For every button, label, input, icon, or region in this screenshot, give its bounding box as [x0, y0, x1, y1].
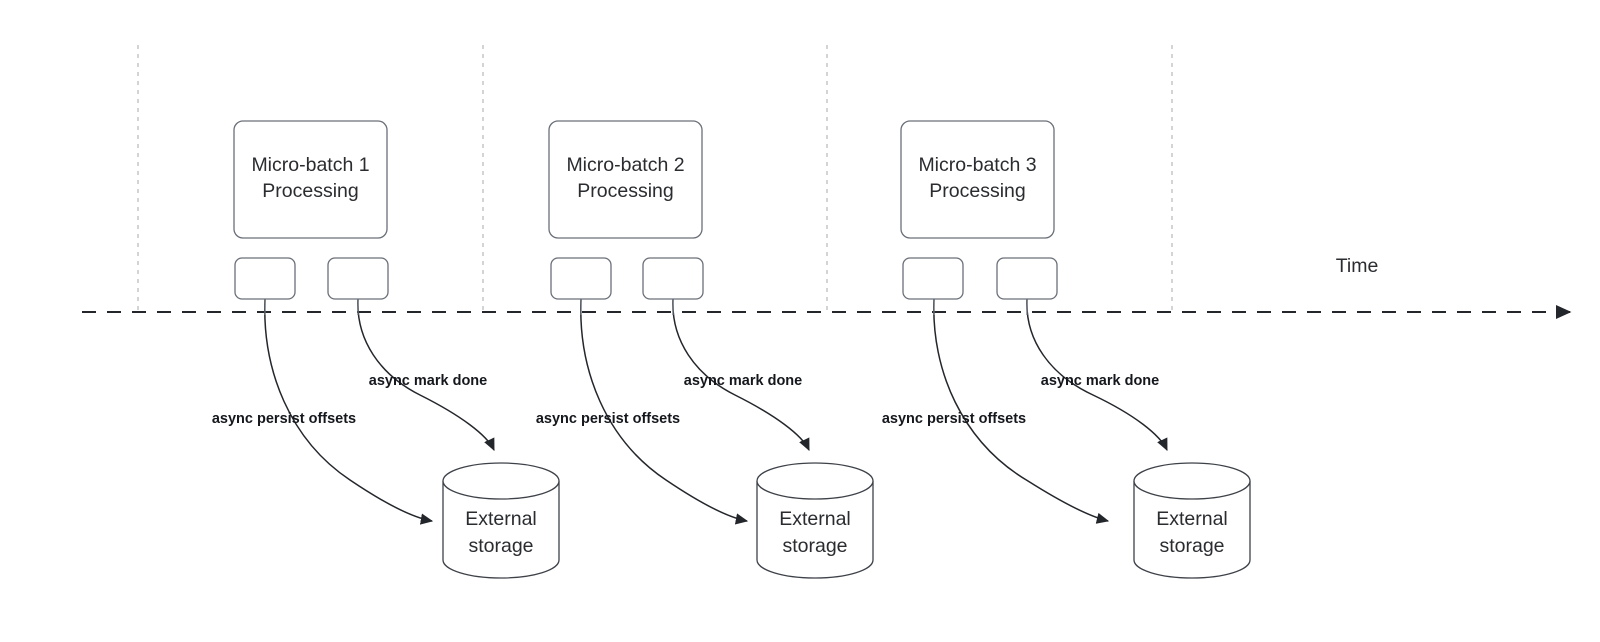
group-3-mark-done-task-box[interactable]	[996, 257, 1058, 300]
group-1-external-storage[interactable]: External storage	[442, 462, 560, 579]
group-3-mark-done-edge	[1026, 298, 1168, 452]
group-1: Micro-batch 1 Processing External storag…	[212, 120, 560, 579]
group-3-mark-done-label: async mark done	[1041, 373, 1159, 389]
group-1-persist-offsets-label: async persist offsets	[212, 411, 356, 427]
group-2-mark-done-label: async mark done	[684, 373, 802, 389]
group-3-cylinder-body	[1133, 481, 1251, 579]
group-2-persist-task-box[interactable]	[550, 257, 612, 300]
group-1-cylinder-body	[442, 481, 560, 579]
group-2-persist-offsets-edge	[580, 298, 749, 525]
group-3-persist-offsets-label: async persist offsets	[882, 411, 1026, 427]
group-2-storage-label-line2: storage	[782, 535, 847, 557]
group-2: Micro-batch 2 Processing External storag…	[536, 120, 874, 579]
group-3-persist-offsets-edge	[933, 298, 1110, 524]
group-3-batch-box[interactable]	[900, 120, 1055, 239]
group-1-persist-task-box[interactable]	[234, 257, 296, 300]
group-3-storage-label-line1: External	[1156, 508, 1228, 530]
group-3-cylinder-top	[1133, 462, 1251, 500]
group-2-batch-label-line1: Micro-batch 2	[566, 154, 684, 176]
group-2-external-storage[interactable]: External storage	[756, 462, 874, 579]
group-1-mark-done-task-box[interactable]	[327, 257, 389, 300]
group-1-batch-label-line1: Micro-batch 1	[251, 154, 369, 176]
group-2-persist-offsets-label: async persist offsets	[536, 411, 680, 427]
group-3-batch-label-line1: Micro-batch 3	[918, 154, 1036, 176]
group-2-batch-label-line2: Processing	[577, 180, 673, 202]
group-3: Micro-batch 3 Processing External storag…	[882, 120, 1251, 579]
group-2-mark-done-task-box[interactable]	[642, 257, 704, 300]
time-axis-label: Time	[1336, 255, 1379, 277]
group-1-mark-done-edge	[357, 298, 495, 452]
group-2-storage-label-line1: External	[779, 508, 851, 530]
group-1-mark-done-label: async mark done	[369, 373, 487, 389]
group-3-external-storage[interactable]: External storage	[1133, 462, 1251, 579]
group-2-cylinder-body	[756, 481, 874, 579]
group-3-storage-label-line2: storage	[1159, 535, 1224, 557]
group-1-storage-label-line2: storage	[468, 535, 533, 557]
group-1-batch-label-line2: Processing	[262, 180, 358, 202]
group-1-storage-label-line1: External	[465, 508, 537, 530]
group-1-cylinder-top	[442, 462, 560, 500]
group-1-batch-box[interactable]	[233, 120, 388, 239]
group-3-persist-task-box[interactable]	[902, 257, 964, 300]
group-2-mark-done-edge	[672, 298, 810, 452]
group-3-batch-label-line2: Processing	[929, 180, 1025, 202]
group-2-cylinder-top	[756, 462, 874, 500]
group-2-batch-box[interactable]	[548, 120, 703, 239]
group-1-persist-offsets-edge	[264, 298, 434, 525]
